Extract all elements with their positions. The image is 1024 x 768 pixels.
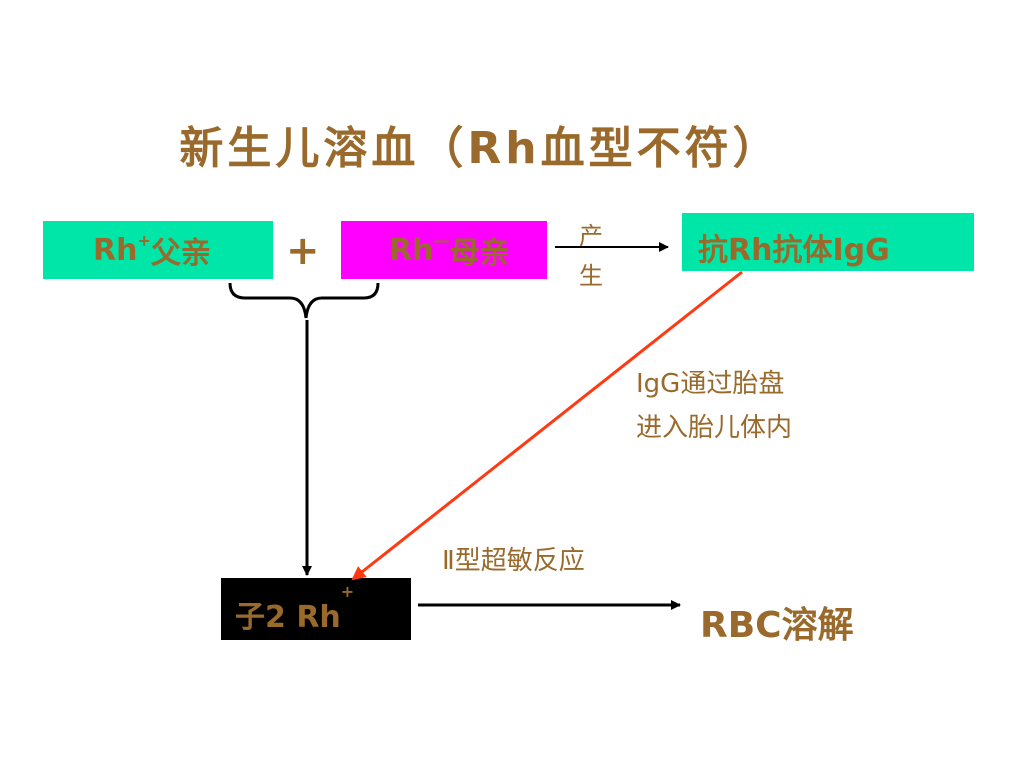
produce-label-line2: 生	[579, 262, 603, 290]
rbc-lysis-label: RBC溶解	[700, 605, 854, 646]
type-ii-hypersensitivity-label: Ⅱ型超敏反应	[442, 546, 585, 576]
placenta-label-line2: 进入胎儿体内	[636, 413, 793, 443]
mother-rh-sign: —	[433, 230, 450, 250]
placenta-label-line1: IgG通过胎盘	[636, 369, 785, 399]
second-child-rh-positive-box: 子2 Rh+	[221, 578, 411, 640]
plus-sign: +	[286, 228, 320, 274]
father-label: 父亲	[150, 236, 211, 271]
produce-label: 产 生	[574, 216, 608, 296]
mother-label: 母亲	[449, 236, 510, 271]
placenta-transfer-label: IgG通过胎盘 进入胎儿体内	[636, 362, 792, 450]
rh-negative-mother-box: Rh—母亲	[341, 221, 547, 279]
produce-label-line1: 产	[579, 222, 603, 250]
mother-rh-prefix: Rh	[389, 232, 434, 268]
anti-rh-antibody-box: 抗Rh抗体IgG	[682, 213, 974, 271]
rh-positive-father-box: Rh+父亲	[43, 221, 273, 279]
child-rh-sign: +	[340, 582, 355, 601]
parents-brace	[228, 282, 380, 319]
antibody-to-child-arrow	[351, 270, 743, 581]
father-rh-sign: +	[137, 230, 151, 250]
father-rh-prefix: Rh	[93, 232, 138, 268]
child-label: 子2 Rh	[235, 600, 341, 635]
diagram-title: 新生儿溶血（Rh血型不符）	[179, 123, 781, 174]
